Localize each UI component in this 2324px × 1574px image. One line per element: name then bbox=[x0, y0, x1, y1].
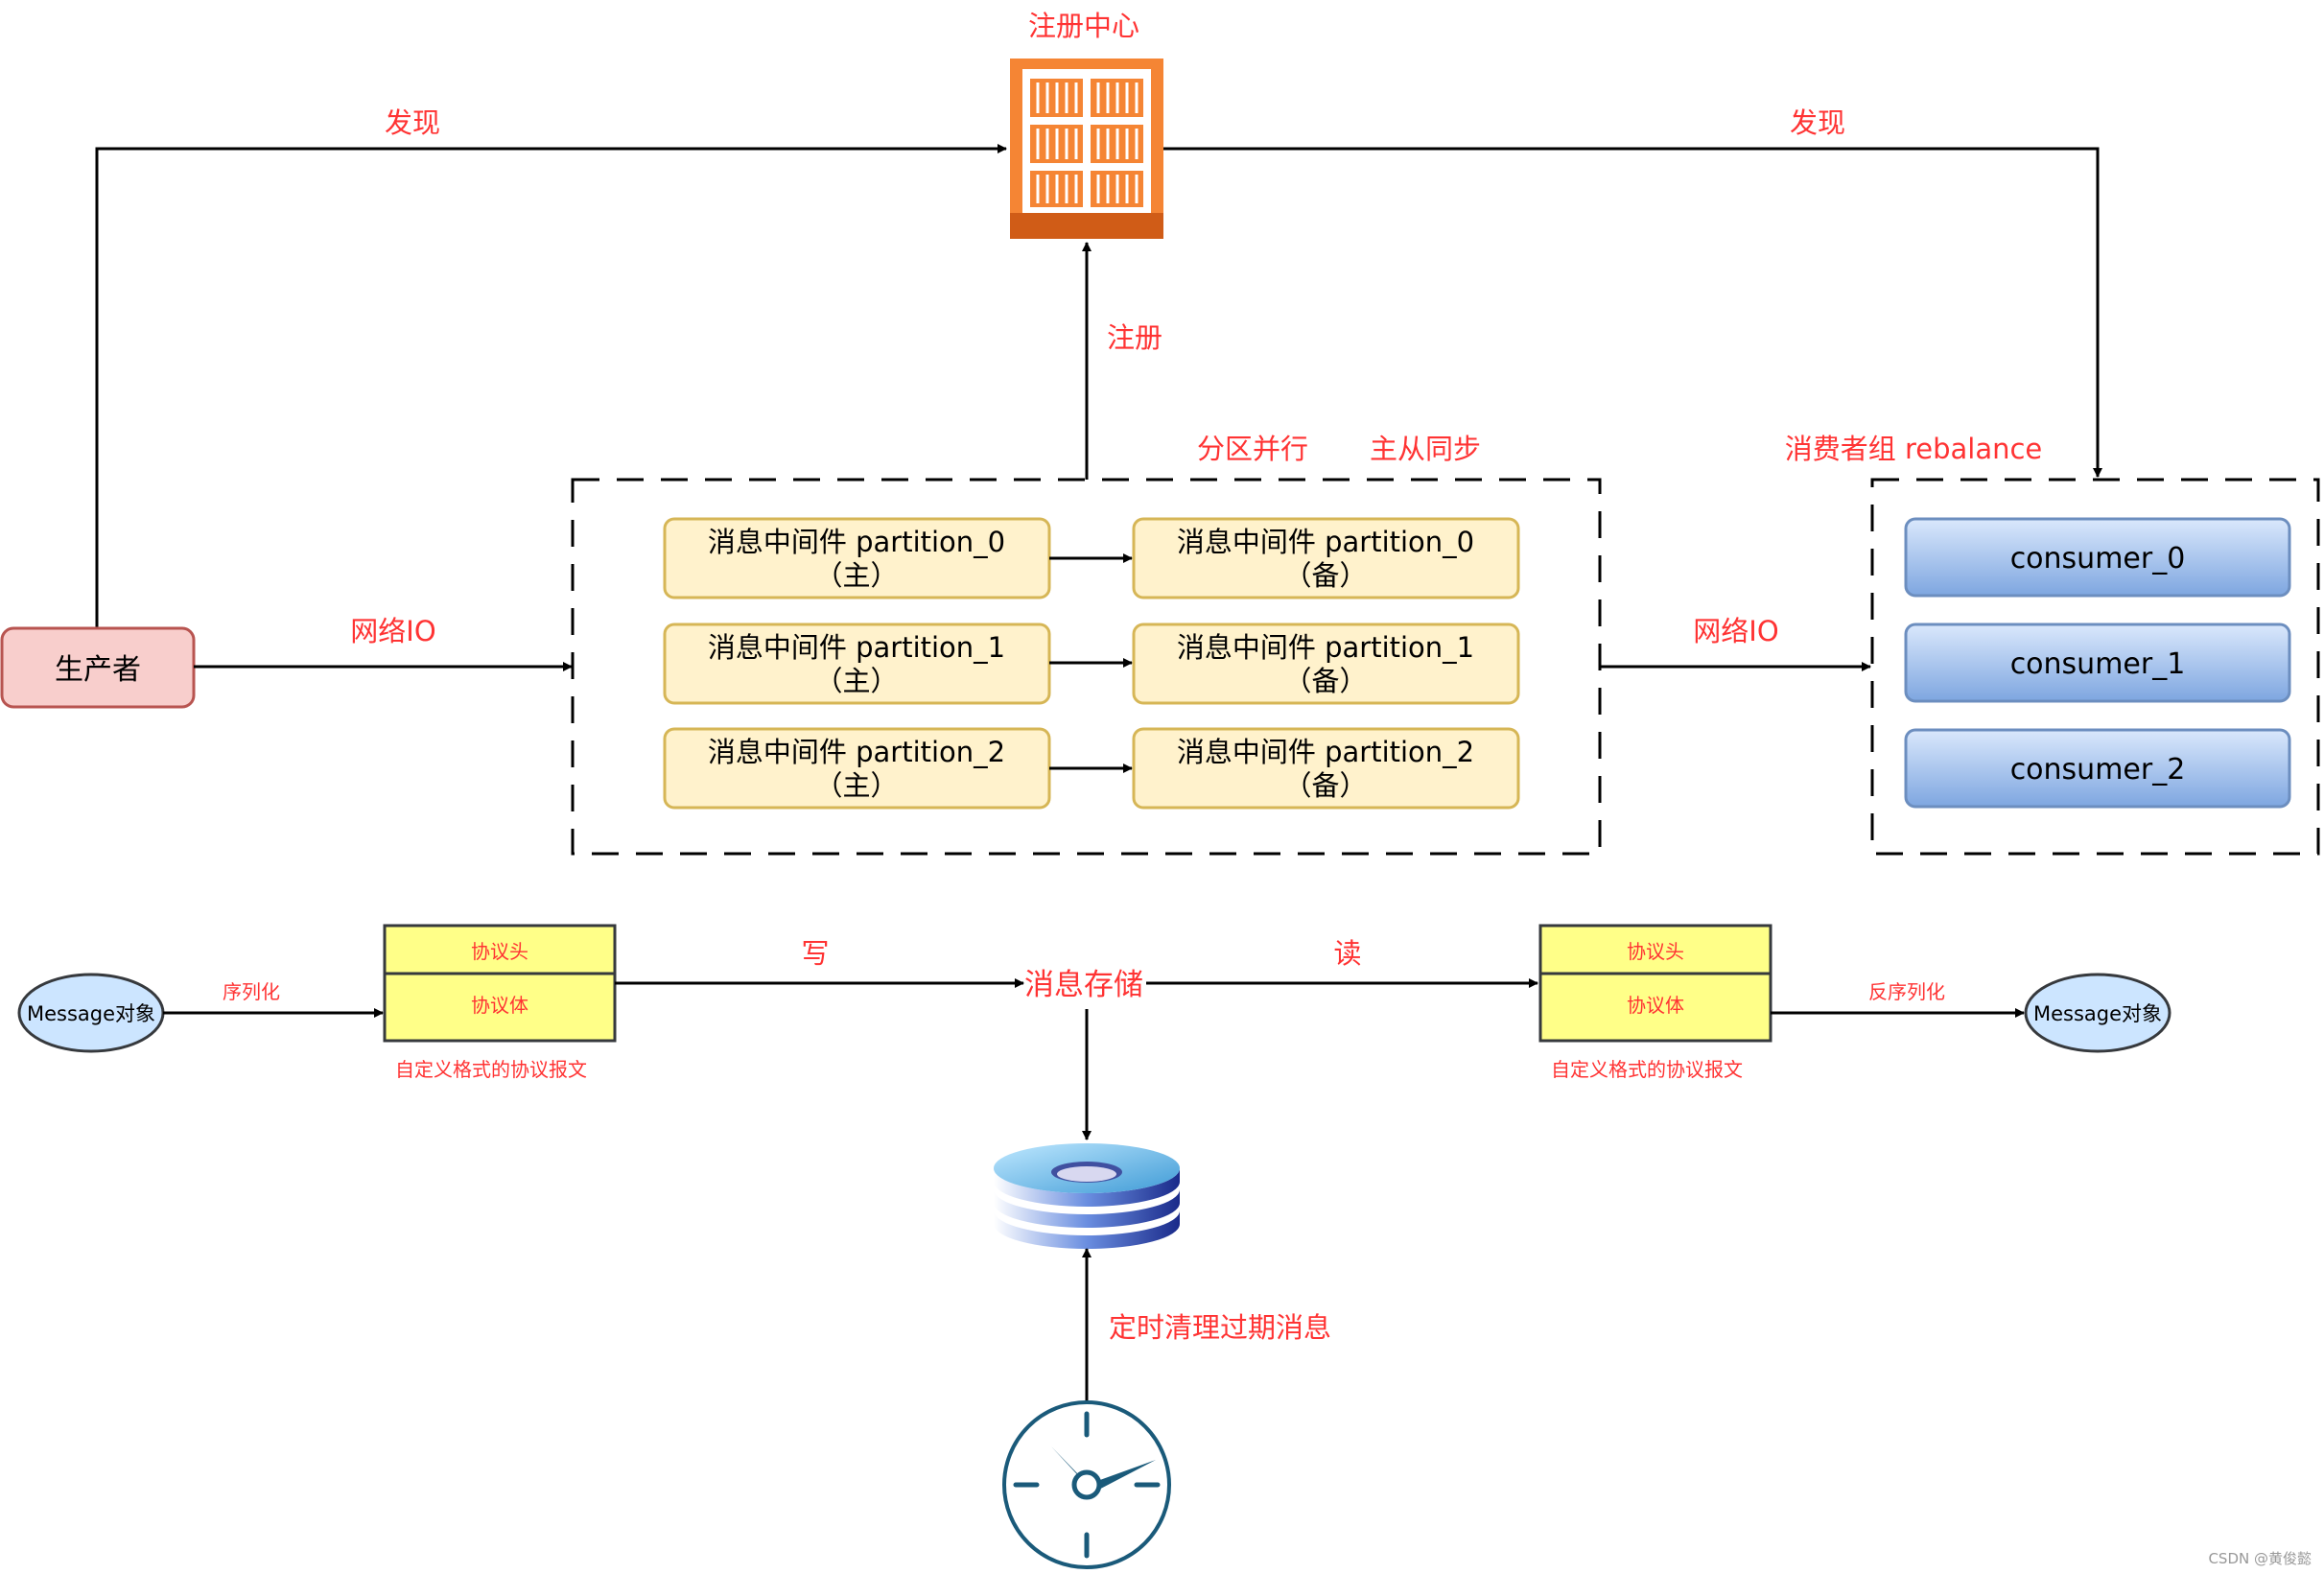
partition-backup-title: 消息中间件 partition_2 bbox=[1177, 736, 1474, 768]
broker-group: 分区并行 主从同步 消息中间件 partition_0 （主） 消息中间件 pa… bbox=[571, 433, 1602, 856]
cleanup-label: 定时清理过期消息 bbox=[1109, 1311, 1331, 1344]
protocol-packet-left: 协议头 协议体 自定义格式的协议报文 bbox=[383, 924, 617, 1081]
deserialize-edge: 反序列化 bbox=[1771, 980, 2025, 1018]
consumer-group: 消费者组 rebalance consumer_0 consumer_1 con… bbox=[1785, 433, 2320, 856]
consumer-label: consumer_0 bbox=[2010, 542, 2186, 576]
consumer-label: consumer_2 bbox=[2010, 753, 2186, 787]
write-edge: 写 bbox=[615, 937, 1024, 988]
partition-parallel-label: 分区并行 bbox=[1197, 433, 1308, 465]
protocol-header-box bbox=[383, 924, 617, 975]
disk-storage-icon bbox=[994, 1143, 1180, 1249]
register-label: 注册 bbox=[1107, 321, 1162, 354]
net-io-left-label: 网络IO bbox=[350, 615, 435, 647]
watermark: CSDN @黄俊懿 bbox=[2208, 1550, 2312, 1567]
consumer-node: consumer_0 bbox=[1904, 517, 2291, 598]
partition-backup-box bbox=[1132, 727, 1520, 810]
discover-left-edge: 发现 bbox=[95, 106, 1007, 628]
partition-backup-box bbox=[1132, 517, 1520, 599]
consumer-group-label: 消费者组 rebalance bbox=[1785, 433, 2043, 465]
consumer-node: consumer_1 bbox=[1904, 623, 2291, 703]
protocol-body-box bbox=[1538, 972, 1772, 1043]
clock-icon bbox=[1002, 1400, 1171, 1569]
partition-backup-box bbox=[1132, 623, 1520, 705]
protocol-caption: 自定义格式的协议报文 bbox=[395, 1058, 587, 1081]
protocol-header-box bbox=[1538, 924, 1772, 975]
read-label: 读 bbox=[1333, 937, 1361, 970]
net-io-right-edge: 网络IO bbox=[1600, 615, 1871, 671]
consumer-label: consumer_1 bbox=[2010, 647, 2186, 681]
master-slave-sync-label: 主从同步 bbox=[1370, 433, 1481, 465]
partition-row: 消息中间件 partition_1 （主） 消息中间件 partition_1 … bbox=[663, 623, 1520, 705]
partition-backup-role: （备） bbox=[1283, 559, 1367, 592]
producer-node: 生产者 bbox=[0, 626, 196, 709]
partition-primary-title: 消息中间件 partition_1 bbox=[708, 631, 1005, 664]
protocol-header-label: 协议头 bbox=[471, 940, 528, 963]
serialize-edge: 序列化 bbox=[163, 980, 384, 1018]
discover-left-label: 发现 bbox=[385, 106, 440, 139]
net-io-right-label: 网络IO bbox=[1693, 615, 1778, 647]
partition-backup-title: 消息中间件 partition_1 bbox=[1177, 631, 1474, 664]
protocol-caption: 自定义格式的协议报文 bbox=[1551, 1058, 1743, 1081]
serialize-label: 序列化 bbox=[223, 980, 280, 1003]
partition-primary-role: （主） bbox=[814, 769, 898, 802]
protocol-body-label: 协议体 bbox=[471, 994, 528, 1017]
message-right-label: Message对象 bbox=[2033, 1002, 2162, 1025]
discover-right-edge: 发现 bbox=[1163, 106, 2102, 478]
producer-label: 生产者 bbox=[55, 653, 141, 687]
registry-node: 注册中心 bbox=[1010, 10, 1163, 239]
partition-backup-title: 消息中间件 partition_0 bbox=[1177, 526, 1474, 558]
partition-primary-role: （主） bbox=[814, 559, 898, 592]
write-label: 写 bbox=[801, 937, 829, 970]
protocol-body-box bbox=[383, 972, 617, 1043]
register-edge: 注册 bbox=[1082, 242, 1162, 480]
registry-label: 注册中心 bbox=[1028, 10, 1139, 42]
protocol-body-label: 协议体 bbox=[1627, 994, 1684, 1017]
partition-primary-title: 消息中间件 partition_0 bbox=[708, 526, 1005, 558]
cleanup-edge: 定时清理过期消息 bbox=[1082, 1248, 1331, 1403]
message-object-right: Message对象 bbox=[2024, 973, 2171, 1053]
net-io-left-edge: 网络IO bbox=[194, 615, 573, 671]
partition-backup-role: （备） bbox=[1283, 769, 1367, 802]
storage-label: 消息存储 bbox=[1024, 968, 1143, 1002]
discover-right-label: 发现 bbox=[1790, 106, 1845, 139]
partition-row: 消息中间件 partition_2 （主） 消息中间件 partition_2 … bbox=[663, 727, 1520, 810]
protocol-packet-right: 协议头 协议体 自定义格式的协议报文 bbox=[1538, 924, 1772, 1081]
consumer-node: consumer_2 bbox=[1904, 728, 2291, 809]
message-object-left: Message对象 bbox=[17, 973, 165, 1053]
read-edge: 读 bbox=[1146, 937, 1538, 988]
protocol-header-label: 协议头 bbox=[1627, 940, 1684, 963]
deserialize-label: 反序列化 bbox=[1868, 980, 1945, 1003]
partition-row: 消息中间件 partition_0 （主） 消息中间件 partition_0 … bbox=[663, 517, 1520, 599]
partition-primary-title: 消息中间件 partition_2 bbox=[708, 736, 1005, 768]
partition-primary-role: （主） bbox=[814, 665, 898, 697]
partition-backup-role: （备） bbox=[1283, 665, 1367, 697]
storage-node: 消息存储 bbox=[1024, 968, 1143, 1002]
message-left-label: Message对象 bbox=[27, 1002, 155, 1025]
